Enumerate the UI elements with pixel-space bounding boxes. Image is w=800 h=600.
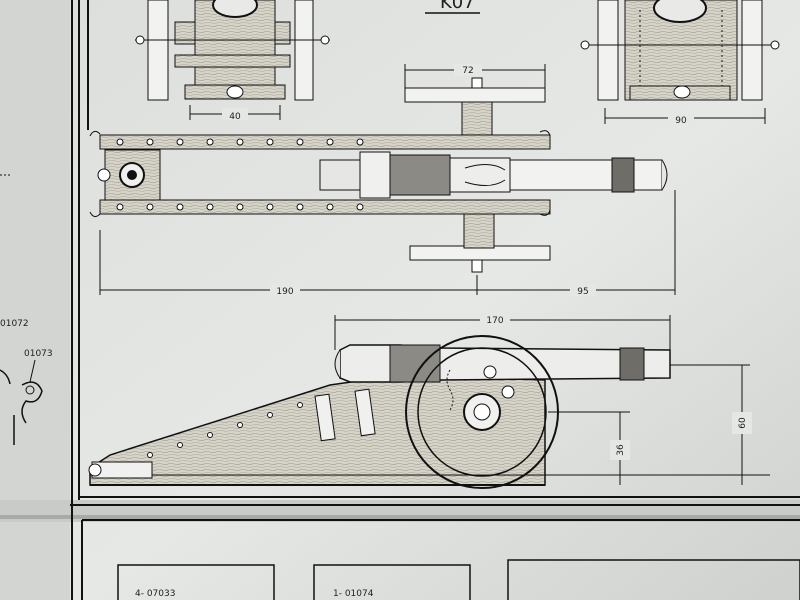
dim-muzzle-height: 60: [738, 417, 748, 429]
dim-length-left: 190: [276, 287, 293, 297]
side-view-drawing: 170 36 60: [88, 313, 770, 489]
dim-axle-height: 36: [616, 444, 626, 456]
left-parts-drawing: 01072 01073: [0, 174, 53, 445]
front-view-drawing: 40: [135, 0, 330, 122]
part-number-01072: 01072: [0, 319, 29, 329]
sheet-border: [70, 0, 800, 600]
dim-axle-width: 72: [462, 66, 473, 76]
dim-length-right: 95: [577, 287, 588, 297]
plate-title: K07: [440, 0, 475, 13]
dim-barrel-length: 170: [486, 316, 503, 326]
parts-table: 4- 07033 1- 01074: [117, 559, 800, 600]
rear-view-drawing: 90: [580, 0, 780, 126]
part-box-a: 4- 07033: [135, 589, 175, 599]
dim-rear-width: 90: [675, 116, 687, 126]
dim-front-width: 40: [229, 112, 241, 122]
part-box-b: 1- 01074: [333, 589, 374, 599]
plan-view-drawing: 72: [89, 64, 676, 297]
part-number-01073: 01073: [24, 349, 53, 359]
